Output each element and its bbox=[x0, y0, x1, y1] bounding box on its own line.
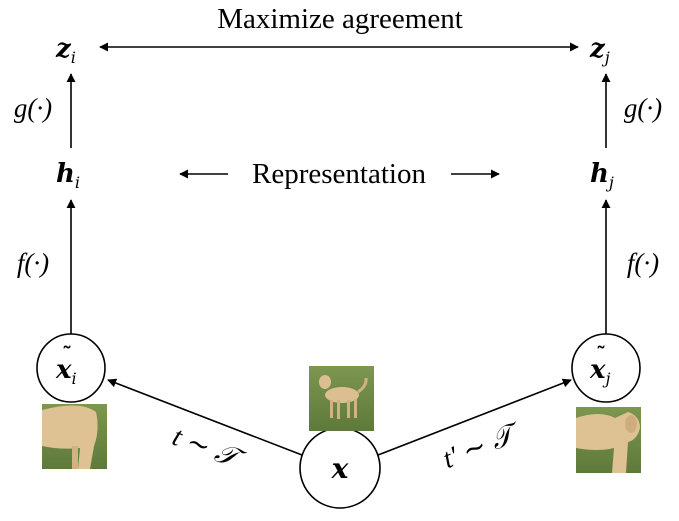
representation-label: Representation bbox=[252, 158, 426, 190]
augment-arrow-left bbox=[107, 378, 303, 456]
f-label-right: f(·) bbox=[627, 248, 659, 278]
node-z-j: zj bbox=[589, 34, 610, 67]
node-h-i: hi bbox=[56, 159, 80, 192]
augment-arrow-right bbox=[377, 378, 572, 456]
node-x: x bbox=[331, 452, 349, 485]
title-maximize-agreement: Maximize agreement bbox=[217, 3, 463, 35]
dog-photo bbox=[309, 366, 374, 431]
node-z-i: zi bbox=[55, 34, 76, 67]
g-label-right: g(·) bbox=[624, 93, 662, 123]
dog-crop-left bbox=[42, 404, 107, 469]
g-label-left: g(·) bbox=[14, 93, 52, 123]
node-h-j: hj bbox=[590, 159, 614, 192]
node-x-tilde-j-circle bbox=[571, 333, 641, 403]
f-label-left: f(·) bbox=[17, 248, 49, 278]
tilde-mark-i: ˜ bbox=[62, 342, 72, 366]
dog-crop-right bbox=[576, 407, 641, 473]
node-x-tilde-i-circle bbox=[36, 333, 106, 403]
tilde-mark-j: ˜ bbox=[596, 342, 606, 366]
node-x-tilde-i: xi bbox=[55, 355, 77, 388]
node-x-tilde-j: xj bbox=[589, 355, 611, 388]
